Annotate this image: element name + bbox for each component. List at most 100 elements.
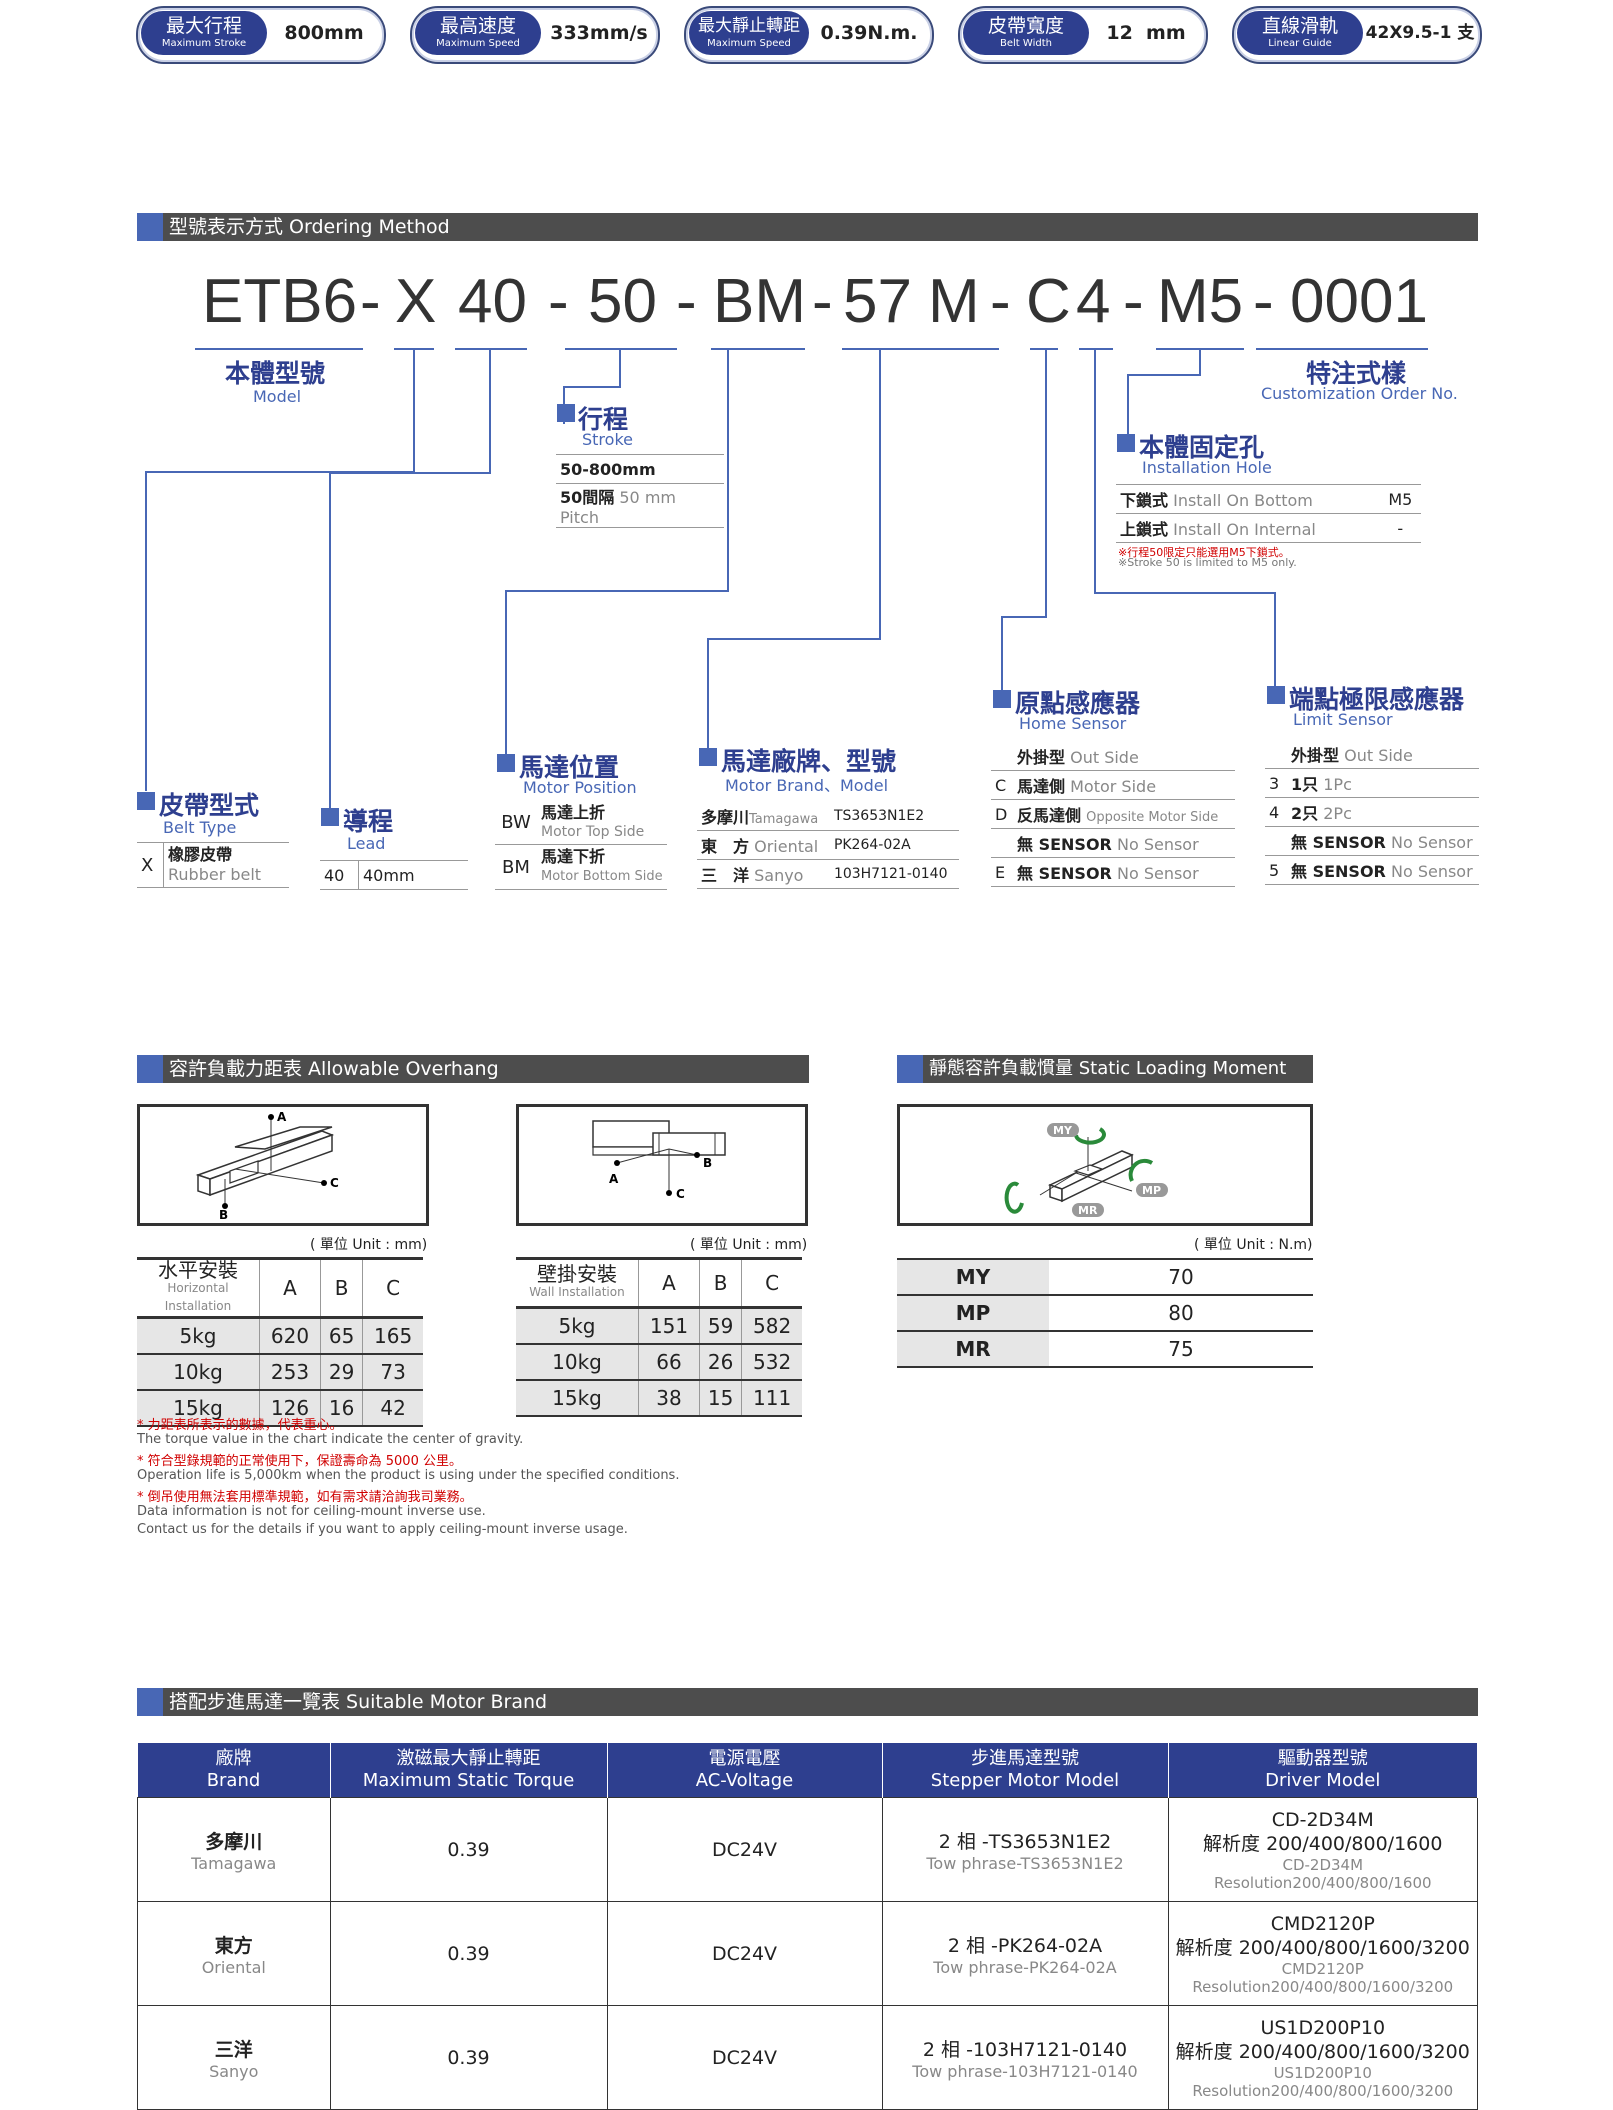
- model-heading: 本體型號: [225, 359, 326, 388]
- limit-type: 無 SENSOR: [1291, 833, 1386, 852]
- position-key: BM: [495, 844, 537, 890]
- driver-resolution-en: Resolution200/400/800/1600/3200: [1192, 1977, 1454, 1996]
- label-mp: MP: [1142, 1184, 1161, 1197]
- connector-brand: [879, 350, 881, 640]
- stepper-zh: 2 相 -103H7121-0140: [922, 2038, 1128, 2061]
- home-heading-en: Home Sensor: [1019, 714, 1127, 733]
- section-title: 搭配步進馬達一覽表 Suitable Motor Brand: [169, 1691, 548, 1713]
- home-type-en: No Sensor: [1116, 835, 1199, 854]
- spec-label-zh: 最大靜止轉距: [698, 16, 800, 36]
- code-underline: [195, 348, 363, 350]
- home-type: 無 SENSOR: [1017, 835, 1112, 854]
- code-part: 4: [1076, 267, 1111, 336]
- note-en: Contact us for the details if you want t…: [137, 1522, 628, 1537]
- torque-cell: 0.39: [329, 2005, 608, 2110]
- code-part: -: [1123, 267, 1144, 336]
- position-key: BW: [495, 800, 537, 845]
- lead-cell: 40mm: [358, 860, 468, 890]
- home-type-en: Motor Side: [1070, 777, 1157, 796]
- code-underline: [1030, 348, 1058, 350]
- spec-label-en: Maximum Speed: [707, 38, 791, 49]
- home-cell: 反馬達側 Opposite Motor Side: [1013, 799, 1235, 829]
- connector-belt: [145, 471, 147, 791]
- home-key: [991, 742, 1013, 771]
- header-en: Brand: [206, 1770, 261, 1791]
- driver-resolution: 解析度 200/400/800/1600: [1203, 1832, 1443, 1855]
- connector-stroke: [619, 350, 621, 388]
- home-type-en: Out Side: [1070, 748, 1139, 767]
- col-c: C: [362, 1258, 423, 1319]
- connector-lead: [489, 350, 491, 474]
- spec-value: 800mm: [284, 22, 364, 44]
- value: 66: [637, 1344, 700, 1381]
- home-type: 無 SENSOR: [1017, 864, 1112, 883]
- stroke-heading-en: Stroke: [582, 430, 633, 449]
- hole-code: -: [1379, 513, 1421, 543]
- brand-cell: 多摩川Tamagawa: [697, 802, 830, 831]
- value: 16: [320, 1390, 363, 1427]
- home-bullet: [993, 690, 1011, 708]
- brand-name-en: Oriental: [754, 837, 819, 856]
- code-part: -: [990, 267, 1011, 336]
- driver-model: US1D200P10: [1260, 2016, 1386, 2039]
- limit-type: 1只: [1291, 775, 1319, 794]
- connector-home: [1045, 350, 1047, 618]
- belt-key: X: [137, 842, 164, 888]
- wall-header-zh: 壁掛安裝: [537, 1262, 617, 1286]
- brand-cell: 三 洋 Sanyo: [697, 859, 830, 889]
- hole-heading: 本體固定孔: [1139, 433, 1265, 462]
- load: 10kg: [516, 1344, 639, 1381]
- belt-heading-en: Belt Type: [163, 818, 237, 837]
- header-zh: 廠牌: [215, 1748, 252, 1769]
- value: 15: [699, 1380, 742, 1417]
- home-type: 反馬達側: [1017, 806, 1082, 825]
- load: 15kg: [137, 1390, 260, 1427]
- note-en: Operation life is 5,000km when the produ…: [137, 1468, 680, 1483]
- home-key: C: [991, 770, 1013, 800]
- moment-name: MP: [897, 1295, 1049, 1332]
- hole-cell: 上鎖式 Install On Internal: [1116, 513, 1380, 543]
- label-a: A: [609, 1172, 619, 1186]
- value: 38: [637, 1380, 700, 1417]
- position-type-en: Motor Top Side: [541, 823, 645, 840]
- limit-key: [1265, 740, 1287, 769]
- stroke-bullet: [557, 404, 575, 422]
- code-underline: [565, 348, 677, 350]
- limit-cell: 1只 1Pc: [1287, 768, 1479, 798]
- belt-type-en: Rubber belt: [168, 865, 262, 884]
- stroke-cell: 50間隔 50 mm Pitch: [556, 483, 724, 528]
- limit-key: 3: [1265, 768, 1287, 798]
- connector-brand: [707, 638, 881, 640]
- custom-heading: 特注式樣: [1306, 359, 1407, 388]
- load: 5kg: [137, 1317, 260, 1355]
- value: 111: [741, 1380, 802, 1417]
- driver-model-en: US1D200P10: [1273, 2063, 1372, 2082]
- value: 26: [699, 1344, 742, 1381]
- home-type-en: No Sensor: [1116, 864, 1199, 883]
- wall-header-en: Wall Installation: [529, 1285, 625, 1299]
- moment-value: 75: [1049, 1331, 1313, 1368]
- value: 620: [258, 1317, 321, 1355]
- voltage-cell: DC24V: [606, 1901, 883, 2006]
- brand-model: 103H7121-0140: [829, 859, 959, 889]
- brand-zh: 東方: [214, 1934, 253, 1957]
- brand-en: Tamagawa: [191, 1853, 277, 1873]
- connector-hole: [1127, 374, 1201, 376]
- brand-en: Oriental: [201, 1957, 266, 1977]
- driver-model: CMD2120P: [1270, 1912, 1375, 1935]
- moment-value: 70: [1049, 1259, 1313, 1296]
- spec-value: 12 mm: [1106, 22, 1186, 44]
- limit-type-en: Out Side: [1344, 746, 1413, 765]
- spec-value: 42X9.5-1 支: [1365, 23, 1475, 43]
- code-part: -: [1253, 267, 1274, 336]
